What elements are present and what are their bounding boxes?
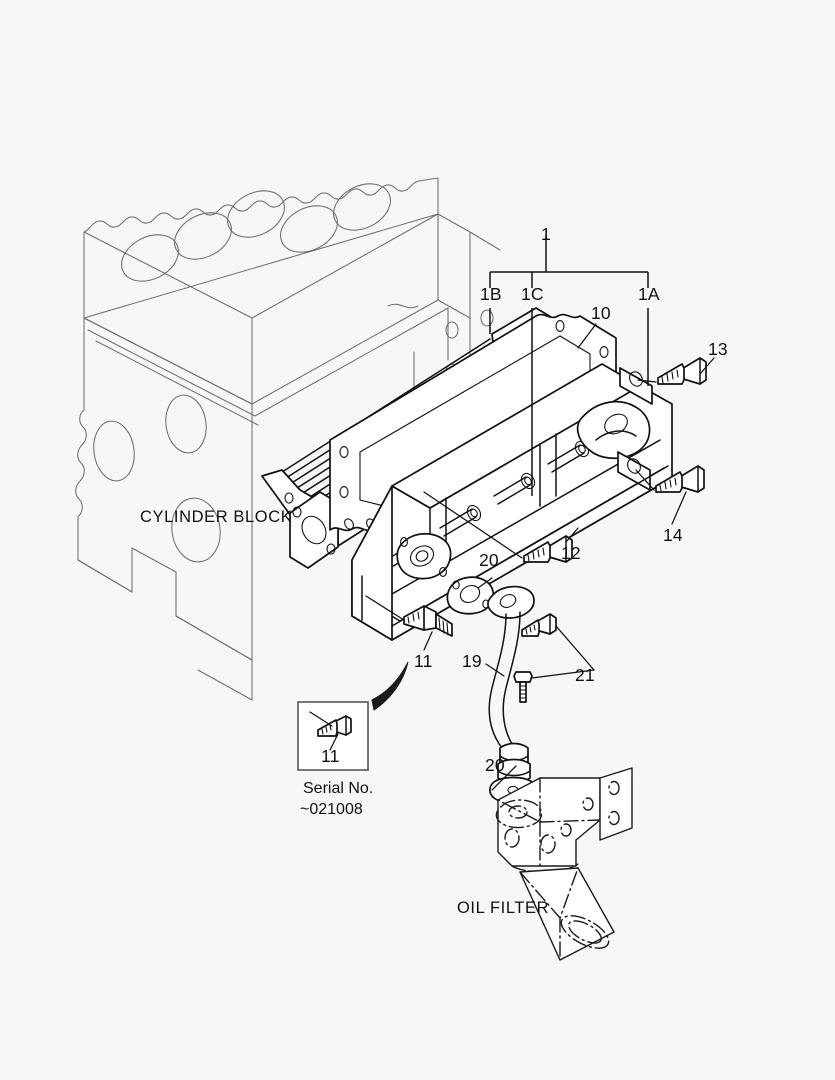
- serial-note-line1: Serial No.: [303, 780, 374, 797]
- pipe-gasket-20-upper: [446, 576, 495, 615]
- callout-11-label: 11: [414, 651, 433, 671]
- leader-14: [671, 491, 687, 525]
- leader-10: [577, 323, 597, 349]
- flange-bolt-13: [637, 357, 707, 385]
- leader-21-a: [555, 625, 595, 671]
- leader-11: [423, 631, 433, 651]
- leader-20-lower: [491, 765, 517, 791]
- serial-note-line2: ~021008: [300, 801, 363, 818]
- cylinder-block-caption: CYLINDER BLOCK: [140, 508, 293, 526]
- leader-13: [699, 357, 715, 375]
- assembly-bracket: [489, 235, 649, 496]
- callout-1-label: 1: [541, 224, 551, 244]
- oil-filter-assembly: [495, 767, 633, 961]
- serial-note-inset: [297, 701, 369, 771]
- inset-item-11-label: 11: [321, 746, 340, 766]
- oil-filter-caption: OIL FILTER: [457, 899, 550, 917]
- leader-20-upper: [477, 577, 493, 589]
- callout-1a-label: 1A: [638, 284, 660, 304]
- leader-19: [485, 663, 505, 677]
- callout-20-upper-label: 20: [479, 550, 499, 570]
- stud-bolt-11: [365, 595, 453, 637]
- callout-14-label: 14: [663, 525, 683, 545]
- cylinder-block-ghost: [75, 177, 501, 701]
- callout-1b-label: 1B: [480, 284, 502, 304]
- inset-pointer-arrow: [371, 661, 409, 711]
- callout-12-label: 12: [561, 543, 581, 563]
- oil-cooler-housing: [351, 363, 673, 641]
- pipe-bolt-21-upper: [521, 613, 557, 637]
- pipe-bolt-21-lower: [513, 671, 533, 703]
- callout-1c-label: 1C: [521, 284, 544, 304]
- leader-12: [565, 527, 579, 543]
- callout-20-lower-label: 20: [485, 755, 505, 775]
- callout-21-label: 21: [575, 665, 595, 685]
- oil-cooler-core-gasket: [289, 491, 339, 569]
- leader-21-b: [531, 669, 595, 679]
- callout-13-label: 13: [708, 339, 728, 359]
- flange-bolt-14: [635, 465, 705, 493]
- callout-19-label: 19: [462, 651, 482, 671]
- flange-bolt-12: [423, 491, 573, 563]
- callout-10-label: 10: [591, 303, 611, 323]
